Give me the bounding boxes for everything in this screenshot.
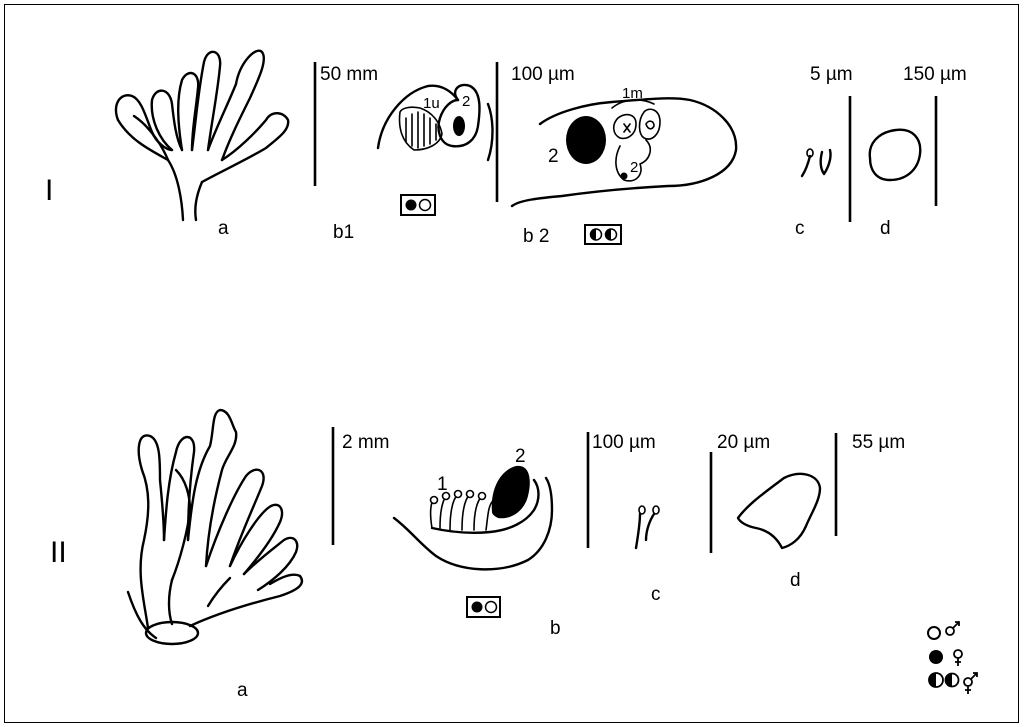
label-i-c: c [795,218,805,239]
mark-i-b1-2: 2 [462,93,470,110]
row-numeral-i: I [45,174,53,207]
half-filled-circle-monoecious-icon [929,673,977,694]
label-ii-b: b [550,618,561,639]
scale-label-i-c: 5 µm [810,64,853,85]
scale-label-ii-c: 100 µm [592,432,656,453]
mark-i-b2-1m: 1m [622,85,643,102]
reproduction-box-ii-b [467,597,500,617]
scale-label-i-b1: 50 mm [320,64,378,85]
cell-outline-i-d [870,130,921,180]
thallus-drawing-ii-a [128,410,302,644]
open-circle-male-icon [928,622,959,639]
mark-i-b2-2-left: 2 [548,146,559,167]
label-i-d: d [880,218,891,239]
reproduction-box-i-b2 [585,225,621,244]
thallus-drawing-i-a [116,51,288,220]
reproduction-box-i-b1 [401,195,435,215]
filled-circle-female-icon [929,650,962,666]
cell-drawing-i-c [802,149,831,176]
sex-legend [928,622,977,694]
label-i-a: a [218,218,229,239]
mark-ii-b-2: 2 [515,446,526,467]
label-ii-c: c [651,584,661,605]
scale-label-ii-b: 2 mm [342,432,390,453]
scale-label-ii-d: 20 µm [717,432,770,453]
label-i-b2: b 2 [523,226,549,247]
mark-i-b1-1u: 1u [423,95,440,112]
scale-label-i-b2: 100 µm [511,64,575,85]
label-ii-d: d [790,570,801,591]
row-numeral-ii: II [50,536,67,569]
scale-label-i-d: 150 µm [903,64,967,85]
label-ii-a: a [237,680,248,701]
section-drawing-i-b2 [512,98,736,206]
section-drawing-ii-b [394,466,552,570]
mark-ii-b-1: 1 [437,474,448,495]
mark-i-b2-2-small: 2 [630,159,638,176]
cell-drawing-ii-c [636,506,659,548]
cell-outline-ii-d [738,474,820,548]
label-i-b1: b1 [333,222,354,243]
scale-label-ii-end: 55 µm [852,432,905,453]
